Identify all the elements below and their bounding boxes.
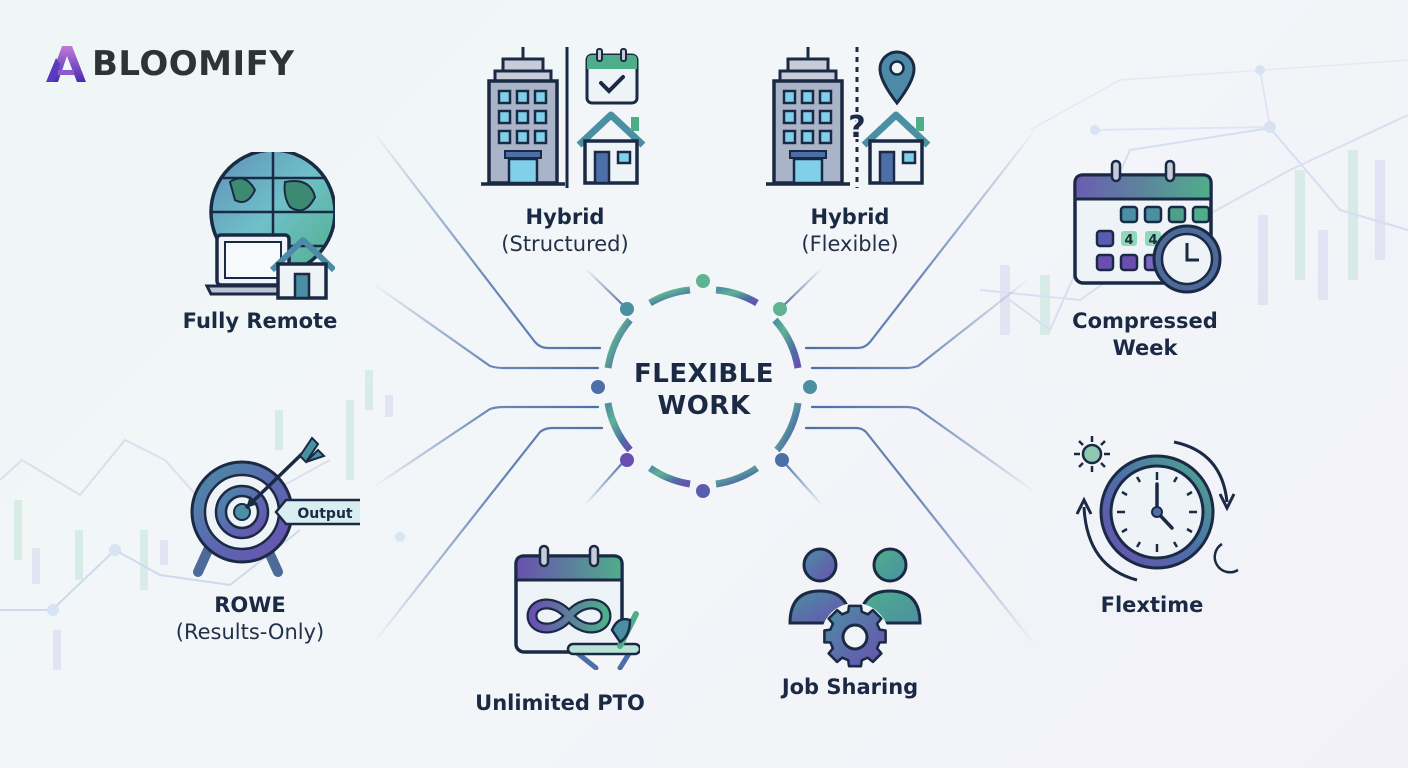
- connector-line: [370, 426, 604, 647]
- connector-line: [804, 426, 1037, 647]
- model-subtitle: (Results-Only): [175, 620, 325, 644]
- calendar-clock-icon: 4 4: [1073, 159, 1222, 294]
- hub-node: [775, 453, 789, 467]
- hub-ring: [604, 286, 802, 488]
- office-pin-house-icon: ?: [766, 47, 931, 188]
- model-subtitle: (Flexible): [801, 232, 899, 256]
- model-hybrid-structured: Hybrid (Structured): [470, 45, 660, 258]
- connector-line: [804, 128, 1037, 350]
- model-job-sharing: Job Sharing: [745, 545, 955, 701]
- hub-node: [620, 453, 634, 467]
- hub-node: [620, 302, 634, 316]
- model-fully-remote: Fully Remote: [155, 152, 365, 335]
- connector-line: [370, 281, 600, 370]
- hub-nodes: [591, 274, 817, 498]
- globe-laptop-house-icon: [204, 152, 335, 300]
- output-tag: Output: [297, 506, 353, 522]
- model-title: Flextime: [1100, 593, 1204, 617]
- hub-node: [591, 380, 605, 394]
- connector-line: [810, 405, 1037, 494]
- svg-text:?: ?: [848, 110, 865, 145]
- target-arrow-icon: Output: [190, 436, 360, 577]
- day-digit: 4: [1148, 233, 1157, 248]
- hub-label-line1: FLEXIBLE: [634, 359, 774, 389]
- brand-name: BLOOMIFY: [92, 44, 295, 84]
- connector-line: [780, 266, 824, 309]
- model-compressed-week: 4 4 Compressed Week: [1050, 155, 1240, 362]
- hub-node: [696, 484, 710, 498]
- hub-label-line2: WORK: [657, 391, 751, 421]
- calendar-infinity-lounger-icon: [514, 544, 640, 670]
- model-title-line2: Week: [1112, 336, 1178, 360]
- connector-line: [370, 128, 602, 350]
- model-title: Fully Remote: [182, 309, 338, 333]
- model-unlimited-pto: Unlimited PTO: [455, 540, 665, 717]
- people-gear-icon: [788, 547, 922, 670]
- bloomify-logo-icon: [46, 46, 86, 82]
- connector-line: [780, 458, 824, 507]
- model-title: Hybrid: [810, 205, 890, 229]
- connector-line: [370, 405, 600, 490]
- model-hybrid-flexible: ? Hybrid (Flexible): [755, 45, 945, 258]
- brand-logo: BLOOMIFY: [44, 44, 295, 84]
- connector-line: [583, 458, 627, 507]
- model-title: Compressed: [1072, 309, 1218, 333]
- hub-label: FLEXIBLE WORK: [604, 358, 804, 422]
- model-rowe: Output ROWE (Results-Only): [160, 432, 360, 646]
- connector-line: [583, 266, 627, 309]
- model-title: Unlimited PTO: [475, 691, 645, 715]
- model-title: Job Sharing: [781, 675, 919, 699]
- model-title: Hybrid: [525, 205, 605, 229]
- model-subtitle: (Structured): [501, 232, 629, 256]
- hub-node: [803, 380, 817, 394]
- hub-node: [773, 302, 787, 316]
- connector-line: [810, 276, 1032, 370]
- model-flextime: Flextime: [1062, 432, 1242, 619]
- clock-sun-moon-icon: [1074, 436, 1239, 582]
- hub-node: [696, 274, 710, 288]
- office-calendar-house-icon: [481, 47, 646, 188]
- model-title: ROWE: [214, 593, 286, 617]
- day-digit: 4: [1124, 233, 1133, 248]
